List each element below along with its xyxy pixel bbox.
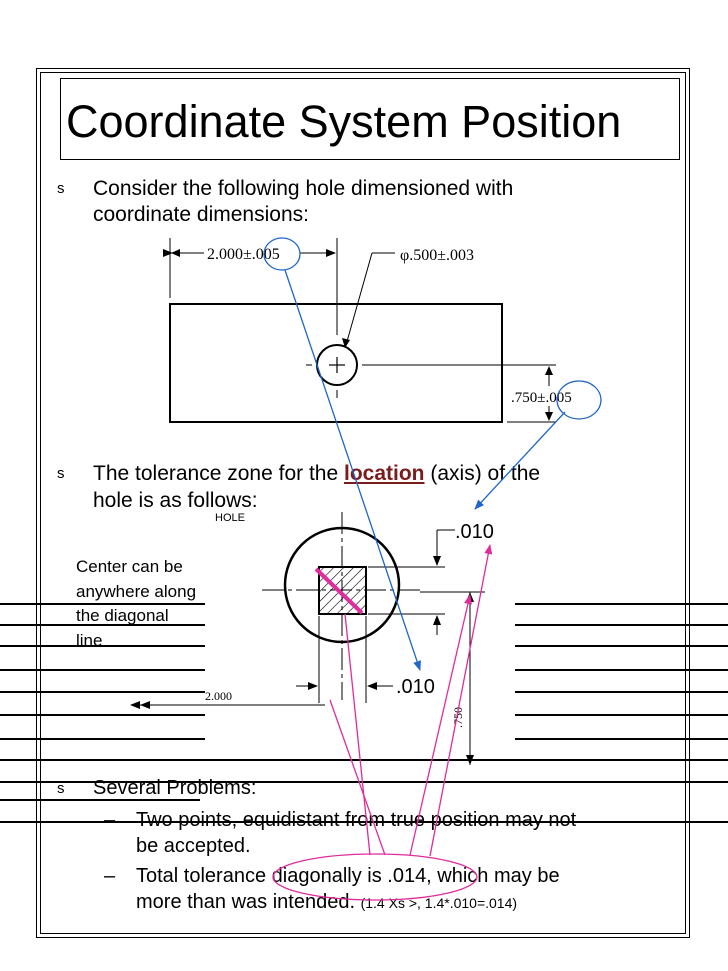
bullet1-line2: coordinate dimensions: xyxy=(93,203,309,226)
sub-item1-line2: be accepted. xyxy=(136,835,251,857)
sub-item1-line1: Two points, equidistant from true positi… xyxy=(136,809,577,831)
blue-circle-x xyxy=(263,237,301,271)
strike-lines xyxy=(0,603,728,823)
bullet-marker: s xyxy=(57,780,65,797)
sub-dash: – xyxy=(104,865,116,887)
bullet2-text-pre: The tolerance zone for the xyxy=(93,462,344,485)
side-note-line: anywhere along xyxy=(76,581,197,601)
bullet-marker: s xyxy=(57,180,65,197)
dim-y-label: .750±.005 xyxy=(511,390,572,406)
dim-diameter-label: φ.500±.003 xyxy=(400,247,474,264)
dim-x-label: 2.000±.005 xyxy=(207,246,280,263)
hole-label: HOLE xyxy=(215,512,245,524)
pink-diagonal xyxy=(314,567,364,615)
side-note-line: the diagonal xyxy=(76,606,169,625)
slide-frame xyxy=(36,68,690,938)
part-rectangle xyxy=(169,303,503,423)
title-box xyxy=(60,78,680,160)
pink-ellipse xyxy=(272,853,478,901)
tol-top-label: .010 xyxy=(455,521,494,543)
sub-item2-line2: more than was intended. (1.4 Xs >, 1.4*.… xyxy=(136,890,517,916)
pink-annotations xyxy=(272,544,493,901)
bullet2-line2: hole is as follows: xyxy=(93,489,258,512)
dim-2000-label: 2.000 xyxy=(205,689,232,703)
bullet2-keyword: location xyxy=(344,462,425,485)
drawing2: .010 .010 2.000 .750 HOLE xyxy=(130,512,494,765)
blue-circle-y xyxy=(556,380,602,420)
bullet-marker: s xyxy=(57,465,65,482)
sub-item2-text: more than was intended. xyxy=(136,891,356,913)
sub-item2-line1: Total tolerance diagonally is .014, whic… xyxy=(136,865,560,887)
slide-frame-inner xyxy=(40,72,686,934)
bullet2-line1: The tolerance zone for the location (axi… xyxy=(93,461,540,487)
tol-bottom-label: .010 xyxy=(396,676,435,698)
blue-annotations xyxy=(263,237,602,671)
page-title: Coordinate System Position xyxy=(66,96,622,147)
sub-dash: – xyxy=(104,809,116,831)
bullet1-line1: Consider the following hole dimensioned … xyxy=(93,177,514,200)
side-note: Center can be anywhere along the diagona… xyxy=(76,555,196,653)
side-note-line: Center can be xyxy=(76,557,183,576)
side-note-line: line xyxy=(76,630,103,650)
drawing1: 2.000±.005 φ.500±.003 .750±.005 xyxy=(163,238,572,423)
dim-750-label: .750 xyxy=(451,707,465,728)
